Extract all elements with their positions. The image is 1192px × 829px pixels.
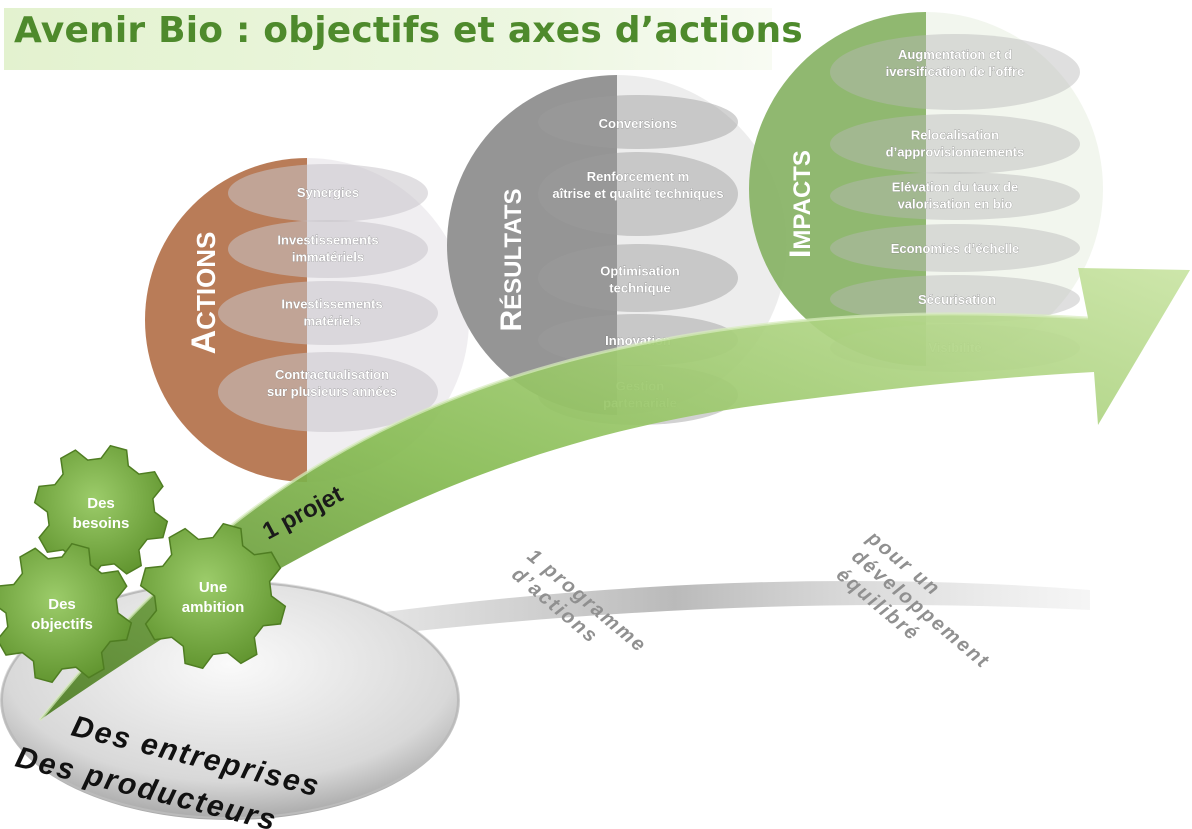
- resultats-pill: [538, 95, 738, 149]
- page-title: Avenir Bio : objectifs et axes d’actions: [14, 10, 803, 51]
- resultats-pill: [538, 244, 738, 312]
- gear-icon: [33, 444, 169, 580]
- actions-pill-group: [218, 164, 438, 432]
- actions-heading: ACTIONS: [185, 232, 223, 355]
- impacts-pill: [830, 275, 1080, 323]
- actions-pill: [228, 220, 428, 278]
- actions-item: Synergies: [297, 185, 359, 200]
- resultats-pill: [538, 152, 738, 236]
- impacts-half-disc: [749, 12, 926, 366]
- impacts-item: Economies d’échelle: [891, 241, 1020, 256]
- actions-pill: [218, 281, 438, 345]
- title-banner: [4, 8, 772, 70]
- actions-pill: [228, 164, 428, 222]
- project-arrow: [40, 268, 1190, 720]
- resultats-half-disc: [447, 75, 617, 415]
- impacts-pill: [830, 114, 1080, 174]
- impacts-pill: [830, 172, 1080, 220]
- shadow-label-developpement: pour undéveloppementéquilibré: [831, 526, 1009, 691]
- gear-icon: [139, 522, 287, 670]
- impacts-pill: [830, 224, 1080, 272]
- impacts-pill: [830, 34, 1080, 110]
- impacts-heading: IMPACTS: [784, 150, 817, 258]
- resultats-heading: RÉSULTATS: [495, 189, 528, 332]
- impacts-item: Sécurisation: [918, 292, 996, 307]
- arrow-shadow: [260, 581, 1090, 650]
- resultats-item: Conversions: [599, 116, 678, 131]
- impacts-half-disc-right: [926, 12, 1103, 366]
- actions-pill: [218, 352, 438, 432]
- gear-icon: [0, 542, 133, 684]
